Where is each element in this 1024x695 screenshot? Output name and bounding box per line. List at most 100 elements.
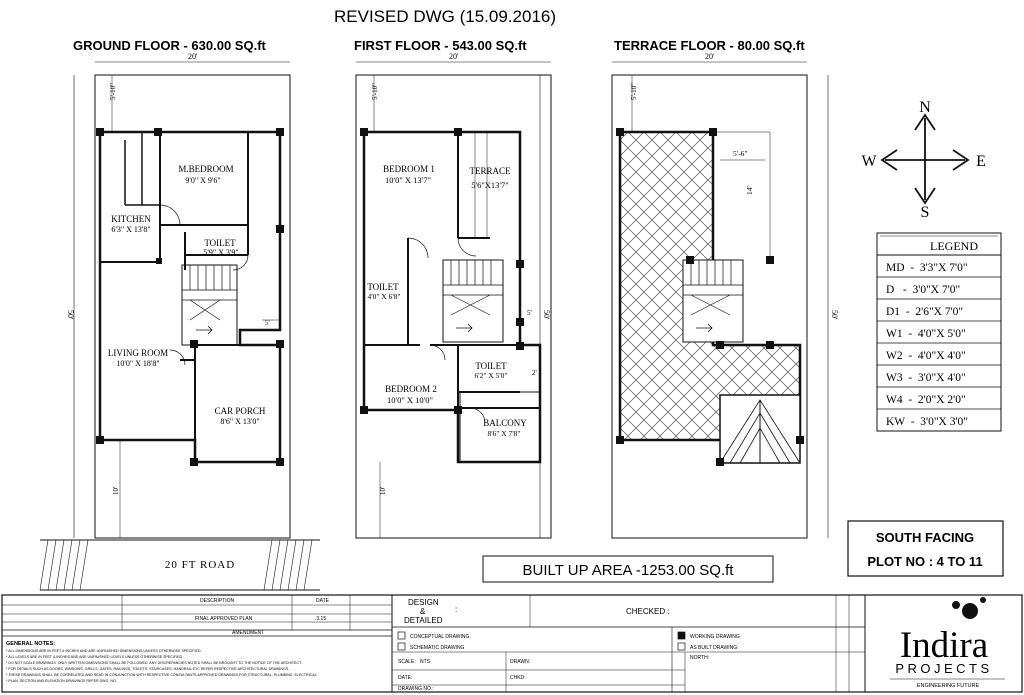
terrace-dim-side: 14' xyxy=(745,186,754,196)
first-floor-plan xyxy=(355,61,552,539)
logo-sub: PROJECTS xyxy=(895,661,992,676)
compass-south: S xyxy=(921,204,930,221)
room-balcony-size: 8'6" X 7'8" xyxy=(488,429,521,438)
scale-label: SCALE: xyxy=(398,659,416,665)
note-line: * THESE DRAWINGS SHALL BE CORRELATED AND… xyxy=(6,673,318,677)
room-kitchen: KITCHEN xyxy=(111,214,151,224)
design-amp: & xyxy=(420,607,426,616)
col-date: DATE xyxy=(316,598,330,604)
note-line: * FOR DETAILS SUCH AS DOORS, WINDOWS, GR… xyxy=(6,667,289,671)
working-drawing: WORKING DRAWING xyxy=(690,634,740,640)
note-line: * DO NOT SCALE DRAWINGS. ONLY WRITTEN DI… xyxy=(6,661,302,665)
date-label: DATE: xyxy=(398,675,412,681)
room-toilet-first-2-size: 6'2" X 5'0" xyxy=(475,371,508,380)
legend-row: W4 - 2'0"X 2'0" xyxy=(886,394,966,406)
legend-row: D1 - 2'6"X 7'0" xyxy=(886,306,963,318)
north-label: NORTH: xyxy=(690,655,709,661)
first-dim-width: 20' xyxy=(449,52,459,61)
ground-room-labels: M.BEDROOM 9'0" X 9'6" KITCHEN 6'3" X 13'… xyxy=(108,164,266,426)
as-built-drawing: AS BUILT DRAWING xyxy=(690,645,737,651)
legend-row: MD - 3'3"X 7'0" xyxy=(886,262,968,274)
legend-row: KW - 3'0"X 3'0" xyxy=(886,416,968,428)
built-up-area: BUILT UP AREA -1253.00 SQ.ft xyxy=(523,562,735,579)
logo-tagline: ENGINEERING FUTURE xyxy=(917,683,980,689)
logo-dot-medium xyxy=(952,601,960,609)
ground-dim-depth: 50' xyxy=(66,310,75,320)
facing-direction: SOUTH FACING xyxy=(876,530,974,545)
room-balcony: BALCONY xyxy=(483,418,527,428)
plot-number: PLOT NO : 4 TO 11 xyxy=(867,554,982,569)
first-room-labels: BEDROOM 1 10'0" X 13'7" TERRACE 5'6"X13'… xyxy=(367,164,527,438)
legend-table xyxy=(876,232,1002,432)
room-terrace: TERRACE xyxy=(469,166,511,176)
terrace-floor-title: TERRACE FLOOR - 80.00 SQ.ft xyxy=(614,38,805,53)
compass-west: W xyxy=(861,153,877,170)
room-toilet-first-1-size: 4'0" X 6'8" xyxy=(368,292,401,301)
room-master-bedroom: M.BEDROOM xyxy=(178,164,233,174)
room-living-room-size: 10'0" X 18'8" xyxy=(116,359,159,368)
terrace-dim-top: 5'-6" xyxy=(733,149,747,158)
built-up-area-box xyxy=(482,555,774,583)
first-setback-front: 5'-10" xyxy=(371,83,379,100)
logo-dot-large xyxy=(962,603,978,619)
room-toilet-ground: TOILET xyxy=(204,238,236,248)
room-bedroom-2-size: 10'0" X 10'0" xyxy=(387,395,433,405)
legend-row: W3 - 3'0"X 4'0" xyxy=(886,372,966,384)
amendment-label: AMENDMENT xyxy=(232,630,264,636)
title-block-text: DESCRIPTION DATE FINAL APPROVED PLAN .3.… xyxy=(6,598,740,692)
drawing-no-label: DRAWING NO.: xyxy=(398,686,434,692)
detailed-label: DETAILED xyxy=(404,616,443,625)
first-floor-title: FIRST FLOOR - 543.00 SQ.ft xyxy=(354,38,527,53)
first-setback-rear: 10' xyxy=(379,487,387,495)
title-block xyxy=(1,594,1023,693)
company-logo: Indira PROJECTS ENGINEERING FUTURE xyxy=(890,597,1005,689)
note-line: * ALL DIMENSIONS ARE IN FEET & INCHES AN… xyxy=(6,649,201,653)
room-terrace-size: 5'6"X13'7" xyxy=(471,180,508,190)
terrace-dim-width: 20' xyxy=(705,52,715,61)
room-toilet-first-1: TOILET xyxy=(367,282,399,292)
compass-north: N xyxy=(919,99,931,116)
drawn-label: DRAWN: xyxy=(510,659,530,665)
ground-dim-width: 20' xyxy=(188,52,198,61)
logo-brand: Indira xyxy=(900,625,988,666)
conceptual-drawing: CONCEPTUAL DRAWING xyxy=(410,634,469,640)
terrace-floor-plan xyxy=(611,61,829,539)
compass-rose xyxy=(880,113,970,205)
room-kitchen-size: 6'3" X 13'8" xyxy=(111,225,150,234)
room-toilet-first-2: TOILET xyxy=(475,361,507,371)
room-living-room: LIVING ROOM xyxy=(108,348,168,358)
design-colon: : xyxy=(455,605,457,614)
room-car-porch: CAR PORCH xyxy=(215,406,266,416)
legend-row: D - 3'0"X 7'0" xyxy=(886,284,960,296)
road-label: 20 FT ROAD xyxy=(165,559,235,571)
ground-setback-rear: 10' xyxy=(112,487,120,495)
checked-short-label: CHKD: xyxy=(510,675,526,681)
legend-text: LEGEND MD - 3'3"X 7'0" D - 3'0"X 7'0" D1… xyxy=(886,239,978,428)
compass-east: E xyxy=(976,153,986,170)
note-line: * PLAN, SECTION AND ELEVATION DRAWINGS R… xyxy=(6,679,117,683)
general-notes-title: GENERAL NOTES: xyxy=(6,641,55,647)
ground-side-gap: 5' xyxy=(265,319,270,327)
row-description: FINAL APPROVED PLAN xyxy=(195,616,253,622)
room-bedroom-2: BEDROOM 2 xyxy=(385,384,437,394)
first-dim-depth: 50' xyxy=(542,310,551,320)
row-date: .3.15 xyxy=(315,616,326,622)
note-line: * ALL LEVELS ARE IN FEET & INCHES AND AR… xyxy=(6,655,183,659)
room-bedroom-1-size: 10'0" X 13'7" xyxy=(385,175,431,185)
room-car-porch-size: 8'6" X 13'0" xyxy=(220,417,259,426)
room-toilet-ground-size: 5'9" X 3'9" xyxy=(203,248,238,257)
revised-drawing-title: REVISED DWG (15.09.2016) xyxy=(334,7,556,26)
schematic-drawing: SCHEMATIC DRAWING xyxy=(410,645,465,651)
first-side-gap-2: 2' xyxy=(532,369,537,377)
terrace-setback-front: 5'-10" xyxy=(630,83,638,100)
ground-floor-plan xyxy=(73,61,291,539)
legend-row: W1 - 4'0"X 5'0" xyxy=(886,328,966,340)
facing-box xyxy=(847,520,1004,577)
ground-setback-front: 5'-10" xyxy=(109,83,117,100)
legend-row: W2 - 4'0"X 4'0" xyxy=(886,350,966,362)
col-description: DESCRIPTION xyxy=(200,598,235,604)
scale-value: NTS xyxy=(420,659,431,665)
terrace-dim-depth: 50' xyxy=(830,310,839,320)
room-bedroom-1: BEDROOM 1 xyxy=(383,164,435,174)
